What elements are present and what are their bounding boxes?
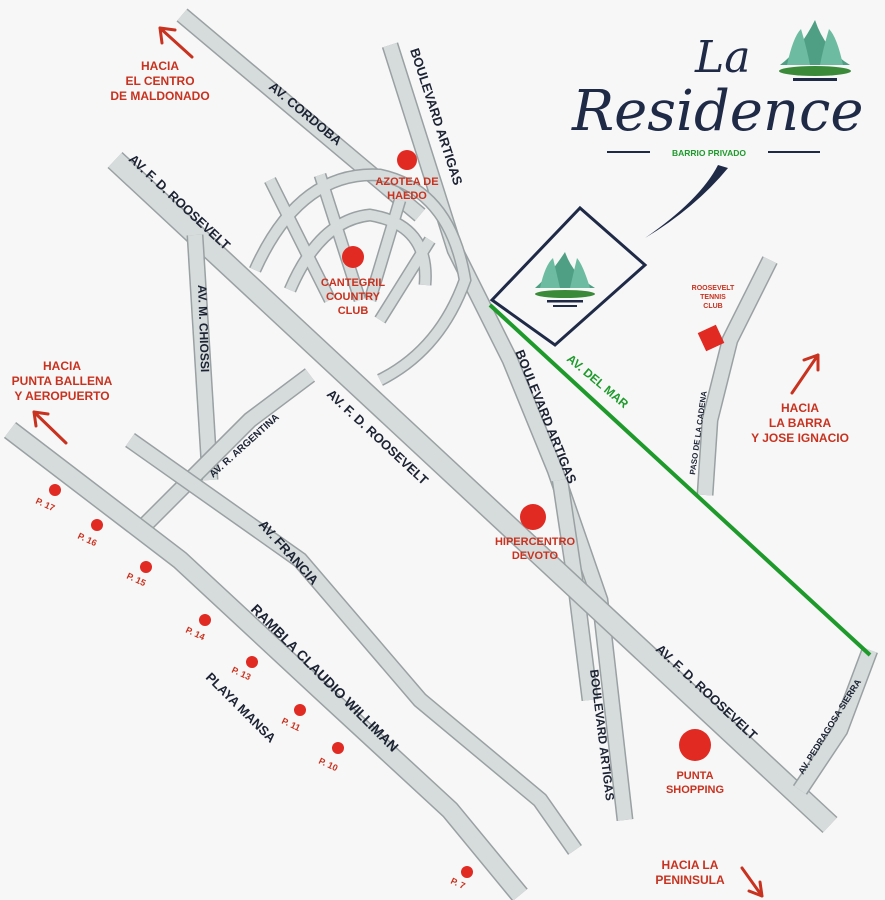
hipercentro-label-1: HIPERCENTRO [495, 536, 576, 548]
barra-label-1: HACIA [781, 401, 819, 415]
peninsula-label-1: HACIA LA [662, 858, 719, 872]
barra-label-2: LA BARRA [769, 416, 832, 430]
stop-p13-label: P. 13 [230, 665, 252, 682]
la-residence-plot [489, 205, 648, 347]
label-roosevelt-low: AV. F. D. ROOSEVELT [653, 641, 760, 742]
direction-maldonado: HACIA EL CENTRO DE MALDONADO [110, 26, 210, 103]
stop-p7: P. 7 [449, 866, 473, 891]
label-av-chiossi: AV. M. CHIOSSI [195, 285, 212, 373]
location-dot-icon [49, 484, 61, 496]
cantegril-label-1: CANTEGRIL [321, 277, 385, 289]
label-roosevelt-top: AV. F. D. ROOSEVELT [126, 151, 233, 252]
stop-p14-label: P. 14 [184, 625, 206, 642]
agave-logo-icon [779, 20, 851, 81]
direction-arrow-icon [790, 353, 820, 395]
ballena-label-1: HACIA [43, 359, 81, 373]
road-paso-cadena [696, 256, 778, 496]
brand-tagline: BARRIO PRIVADO [672, 148, 746, 158]
direction-arrow-icon [158, 26, 194, 59]
stop-p7-label: P. 7 [449, 876, 467, 891]
barra-label-3: Y JOSE IGNACIO [751, 431, 849, 445]
label-av-francia: AV. FRANCIA [256, 517, 322, 588]
brand-name-top: La [694, 32, 750, 83]
azotea-label-1: AZOTEA DE [375, 176, 438, 188]
stop-p16: P. 16 [76, 519, 103, 548]
road-av-chiossi [186, 234, 219, 481]
shopping-label-2: SHOPPING [666, 784, 724, 796]
direction-arrow-icon [740, 866, 764, 898]
location-dot-icon [679, 729, 711, 761]
poi-azotea-de-haedo: AZOTEA DE HAEDO [375, 150, 439, 202]
direction-punta-ballena: HACIA PUNTA BALLENA Y AEROPUERTO [12, 359, 113, 445]
maldonado-label-2: EL CENTRO [125, 74, 194, 88]
direction-arrow-icon [32, 410, 68, 445]
label-playa-mansa: PLAYA MANSA [203, 670, 279, 746]
poi-hipercentro-devoto: HIPERCENTRO DEVOTO [495, 504, 576, 562]
road-av-del-mar [488, 303, 872, 657]
location-dot-icon [199, 614, 211, 626]
location-dot-icon [332, 742, 344, 754]
shopping-label-1: PUNTA [676, 770, 713, 782]
location-dot-icon [246, 656, 258, 668]
maldonado-label-3: DE MALDONADO [110, 89, 209, 103]
azotea-label-2: HAEDO [387, 190, 427, 202]
cantegril-label-3: CLUB [338, 305, 369, 317]
road-av-roosevelt [107, 151, 838, 834]
direction-la-barra: HACIA LA BARRA Y JOSE IGNACIO [751, 353, 849, 445]
tennis-label-1: ROOSEVELT [692, 285, 735, 292]
brand-logo: La Residence BARRIO PRIVADO [571, 20, 864, 238]
stop-p15: P. 15 [125, 561, 152, 588]
stop-p16-label: P. 16 [76, 531, 98, 548]
road-rambla [3, 422, 528, 900]
hipercentro-label-2: DEVOTO [512, 550, 559, 562]
road-av-argentina [133, 368, 316, 537]
stop-p17-label: P. 17 [34, 496, 56, 513]
stop-p17: P. 17 [34, 484, 61, 513]
road-av-francia [125, 433, 582, 855]
road-network [3, 8, 878, 900]
stop-p15-label: P. 15 [125, 571, 147, 588]
location-dot-icon [294, 704, 306, 716]
stop-p10: P. 10 [317, 742, 344, 773]
stop-p13: P. 13 [230, 656, 258, 682]
stop-p11-label: P. 11 [280, 716, 302, 733]
cantegril-street-grid-fill [250, 169, 471, 385]
stop-p14: P. 14 [184, 614, 211, 642]
maldonado-label-1: HACIA [141, 59, 179, 73]
stop-p10-label: P. 10 [317, 756, 339, 773]
brand-name-main: Residence [571, 79, 864, 144]
poi-punta-shopping: PUNTA SHOPPING [666, 729, 724, 796]
tennis-label-2: TENNIS [700, 294, 726, 301]
tennis-label-3: CLUB [703, 303, 722, 310]
stop-p11: P. 11 [280, 704, 306, 733]
location-dot-icon [397, 150, 417, 170]
location-dot-icon [140, 561, 152, 573]
label-av-pedragosa: AV. PEDRAGOSA SIERRA [796, 677, 863, 776]
poi-roosevelt-tennis-club: ROOSEVELT TENNIS CLUB [692, 285, 735, 352]
peninsula-label-2: PENINSULA [655, 873, 725, 887]
poi-cantegril-country-club: CANTEGRIL COUNTRY CLUB [321, 246, 385, 317]
cantegril-label-2: COUNTRY [326, 291, 381, 303]
label-av-cordoba: AV. CORDOBA [266, 79, 345, 149]
location-dot-icon [91, 519, 103, 531]
direction-peninsula: HACIA LA PENINSULA [655, 858, 764, 898]
agave-logo-icon [535, 252, 595, 307]
location-dot-icon [342, 246, 364, 268]
location-dot-icon [461, 866, 473, 878]
brand-swoosh [645, 165, 728, 238]
location-dot-icon [520, 504, 546, 530]
ballena-label-2: PUNTA BALLENA [12, 374, 113, 388]
tennis-club-marker-icon [697, 324, 725, 352]
road-av-pedragosa [792, 647, 878, 795]
ballena-label-3: Y AEROPUERTO [14, 389, 109, 403]
